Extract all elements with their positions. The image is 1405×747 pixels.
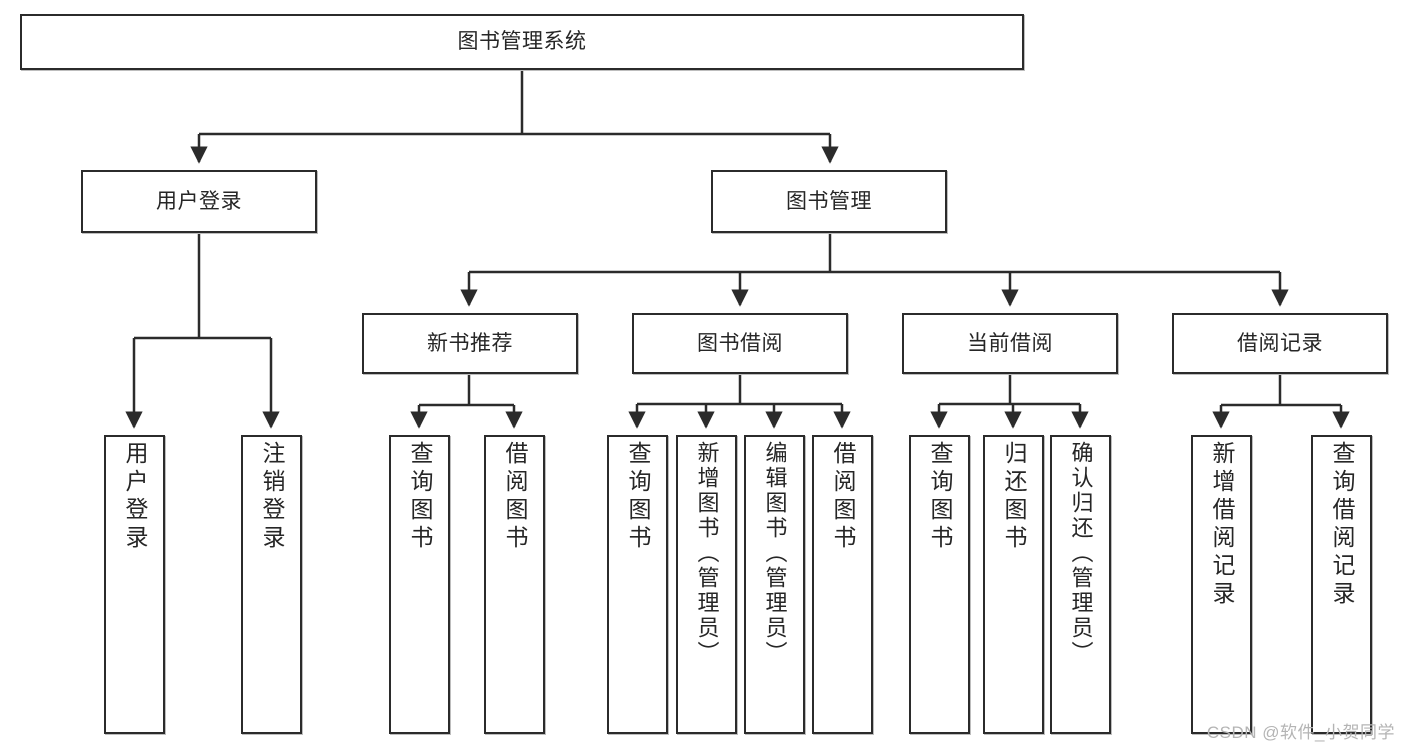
node-book-borrow-label: 图书借阅 xyxy=(697,331,783,355)
node-leaf-query-record[interactable]: 查询借阅记录 xyxy=(1311,435,1372,734)
node-leaf-borrow-book-1-label: 借阅图书 xyxy=(502,441,528,553)
node-new-book-rec-label: 新书推荐 xyxy=(427,331,513,355)
node-book-manage[interactable]: 图书管理 xyxy=(711,170,947,233)
node-leaf-query-book-1[interactable]: 查询图书 xyxy=(389,435,450,734)
node-current-borrow-label: 当前借阅 xyxy=(967,331,1053,355)
node-leaf-user-login[interactable]: 用户登录 xyxy=(104,435,165,734)
node-leaf-return-book-label: 归还图书 xyxy=(1001,441,1027,553)
node-book-borrow[interactable]: 图书借阅 xyxy=(632,313,848,374)
node-leaf-borrow-book-1[interactable]: 借阅图书 xyxy=(484,435,545,734)
node-user-login[interactable]: 用户登录 xyxy=(81,170,317,233)
node-leaf-return-book[interactable]: 归还图书 xyxy=(983,435,1044,734)
node-leaf-edit-book-label: 编辑图书（管理员） xyxy=(762,441,788,666)
node-book-manage-label: 图书管理 xyxy=(786,189,872,213)
node-leaf-add-record-label: 新增借阅记录 xyxy=(1209,441,1235,609)
node-leaf-query-book-1-label: 查询图书 xyxy=(407,441,433,553)
node-user-login-label: 用户登录 xyxy=(156,189,242,213)
node-root-label: 图书管理系统 xyxy=(457,30,587,54)
node-current-borrow[interactable]: 当前借阅 xyxy=(902,313,1118,374)
node-leaf-borrow-book-2-label: 借阅图书 xyxy=(830,441,856,553)
node-leaf-query-book-3[interactable]: 查询图书 xyxy=(909,435,970,734)
node-borrow-record-label: 借阅记录 xyxy=(1237,331,1323,355)
node-leaf-add-book-label: 新增图书（管理员） xyxy=(694,441,720,666)
node-leaf-logout-label: 注销登录 xyxy=(259,441,285,553)
node-leaf-query-book-2-label: 查询图书 xyxy=(625,441,651,553)
node-leaf-edit-book[interactable]: 编辑图书（管理员） xyxy=(744,435,805,734)
node-leaf-confirm-return[interactable]: 确认归还（管理员） xyxy=(1050,435,1111,734)
node-leaf-query-record-label: 查询借阅记录 xyxy=(1329,441,1355,609)
node-root[interactable]: 图书管理系统 xyxy=(20,14,1024,70)
node-leaf-logout[interactable]: 注销登录 xyxy=(241,435,302,734)
watermark: CSDN @软件_小贺同学 xyxy=(1206,723,1395,742)
node-leaf-add-record[interactable]: 新增借阅记录 xyxy=(1191,435,1252,734)
node-borrow-record[interactable]: 借阅记录 xyxy=(1172,313,1388,374)
node-leaf-add-book[interactable]: 新增图书（管理员） xyxy=(676,435,737,734)
node-new-book-rec[interactable]: 新书推荐 xyxy=(362,313,578,374)
node-leaf-query-book-2[interactable]: 查询图书 xyxy=(607,435,668,734)
node-leaf-confirm-return-label: 确认归还（管理员） xyxy=(1068,441,1094,666)
node-leaf-user-login-label: 用户登录 xyxy=(122,441,148,553)
node-leaf-query-book-3-label: 查询图书 xyxy=(927,441,953,553)
node-leaf-borrow-book-2[interactable]: 借阅图书 xyxy=(812,435,873,734)
